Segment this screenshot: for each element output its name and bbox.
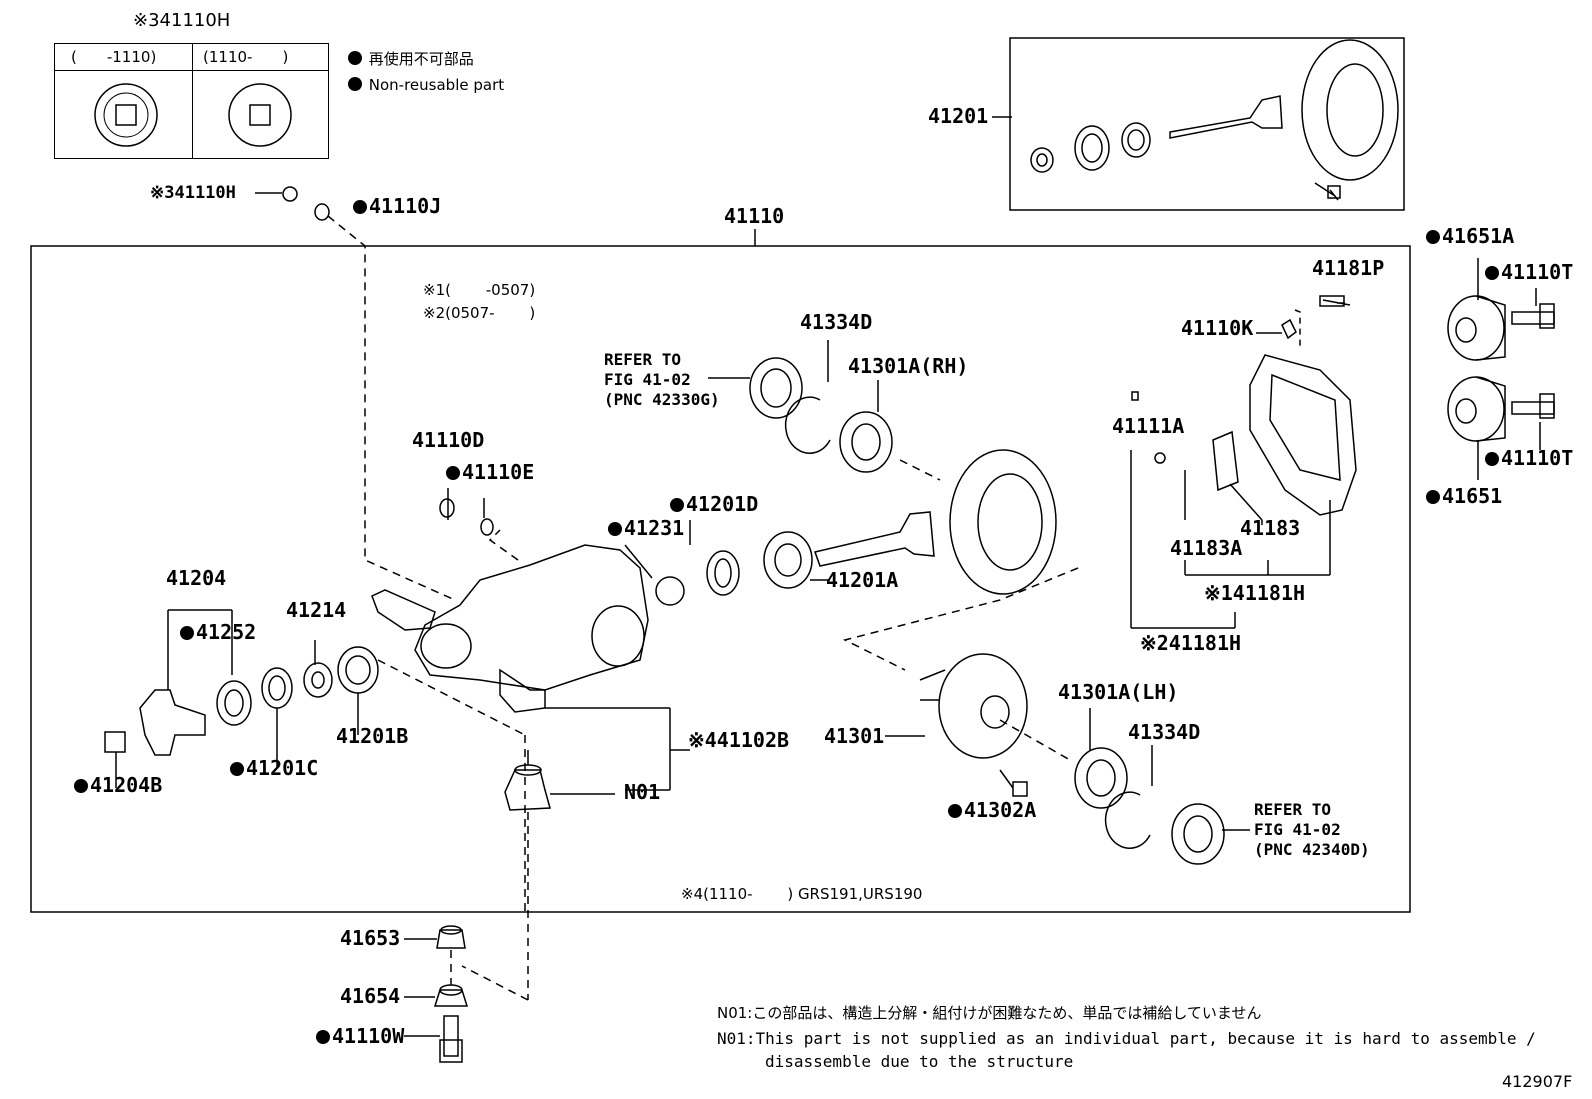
n01-bushing-illustration bbox=[461, 750, 615, 1001]
mount-insulators bbox=[1447, 258, 1555, 480]
footnote-en-line2: disassemble due to the structure bbox=[765, 1052, 1074, 1071]
label-41301: 41301 bbox=[824, 724, 885, 748]
label-41214: 41214 bbox=[286, 598, 347, 622]
label-41201D: 41201D bbox=[670, 494, 758, 514]
label-41183A: 41183A bbox=[1170, 536, 1243, 560]
label-41201A: 41201A bbox=[826, 568, 899, 592]
note-1: ※1( -0507) bbox=[423, 281, 536, 299]
label-41301A-RH: 41301A(RH) bbox=[848, 354, 969, 378]
label-41110H: ※341110H bbox=[150, 183, 236, 203]
seal-bearing-upper bbox=[708, 340, 941, 481]
gear-set-frame bbox=[1009, 37, 1405, 211]
carrier-housing-illustration bbox=[371, 488, 690, 912]
label-41110T-top: 41110T bbox=[1485, 262, 1573, 282]
inset-41110H-variants: ( -1110) (1110- ) bbox=[54, 43, 329, 159]
refer-top: REFER TO FIG 41-02 (PNC 42330G) bbox=[604, 350, 720, 409]
label-N01: N01 bbox=[624, 780, 661, 804]
legend-jp: 再使用不可部品 bbox=[348, 51, 474, 67]
label-41111A: 41111A bbox=[1112, 414, 1185, 438]
note-2: ※2(0507- ) bbox=[423, 304, 536, 322]
label-41204: 41204 bbox=[166, 566, 227, 590]
label-41654: 41654 bbox=[340, 984, 401, 1008]
note-4: ※4(1110- ) GRS191,URS190 bbox=[681, 885, 923, 903]
nut-early-icon bbox=[94, 83, 158, 147]
inset-title: ※341110H bbox=[133, 10, 231, 31]
non-reusable-dot-icon bbox=[348, 77, 362, 91]
lower-mount-illustration bbox=[404, 925, 469, 1063]
non-reusable-dot-icon bbox=[348, 51, 362, 65]
label-41302A: 41302A bbox=[948, 800, 1036, 820]
label-41102B: ※441102B bbox=[688, 728, 790, 752]
label-41651: 41651 bbox=[1426, 486, 1502, 506]
label-41301A-LH: 41301A(LH) bbox=[1058, 680, 1179, 704]
nut-late-icon bbox=[228, 83, 292, 147]
inset-col-early: ( -1110) bbox=[71, 48, 157, 66]
refer-bottom: REFER TO FIG 41-02 (PNC 42340D) bbox=[1254, 800, 1370, 859]
label-41110E: 41110E bbox=[446, 462, 534, 482]
ring-pinion-gear-illustration bbox=[992, 39, 1399, 201]
label-41110W: 41110W bbox=[316, 1026, 404, 1046]
label-41334D-bottom: 41334D bbox=[1128, 720, 1201, 744]
ring-gear-illustration bbox=[624, 449, 1079, 671]
label-41110: 41110 bbox=[724, 204, 785, 228]
label-41110D: 41110D bbox=[412, 428, 485, 452]
label-41653: 41653 bbox=[340, 926, 401, 950]
diff-cover-illustration bbox=[1130, 295, 1357, 629]
label-41334D-top: 41334D bbox=[800, 310, 873, 334]
label-41252: 41252 bbox=[180, 622, 256, 642]
label-41231: 41231 bbox=[608, 518, 684, 538]
differential-case-illustration bbox=[885, 653, 1250, 865]
label-41183: 41183 bbox=[1240, 516, 1301, 540]
footnote-en-line1: N01:This part is not supplied as an indi… bbox=[717, 1029, 1536, 1048]
label-41201: 41201 bbox=[928, 104, 989, 128]
figure-id: 412907F bbox=[1502, 1072, 1573, 1091]
label-41181P: 41181P bbox=[1312, 256, 1385, 280]
label-41110K: 41110K bbox=[1181, 316, 1254, 340]
label-41110T-bottom: 41110T bbox=[1485, 448, 1573, 468]
footnote-jp: N01:この部品は、構造上分解・組付けが困難なため、単品では補給していません bbox=[717, 1004, 1262, 1022]
label-41201C: 41201C bbox=[230, 758, 318, 778]
label-41204B: 41204B bbox=[74, 775, 162, 795]
label-41110J: 41110J bbox=[353, 196, 441, 216]
companion-flange-illustration bbox=[104, 609, 379, 788]
label-41181H-2: ※241181H bbox=[1140, 631, 1242, 655]
label-41181H-1: ※141181H bbox=[1204, 581, 1306, 605]
label-41201B: 41201B bbox=[336, 724, 409, 748]
legend-en: Non-reusable part bbox=[348, 77, 504, 93]
label-41651A: 41651A bbox=[1426, 226, 1514, 246]
inset-col-late: (1110- ) bbox=[203, 48, 289, 66]
main-assembly-frame bbox=[30, 245, 1411, 913]
